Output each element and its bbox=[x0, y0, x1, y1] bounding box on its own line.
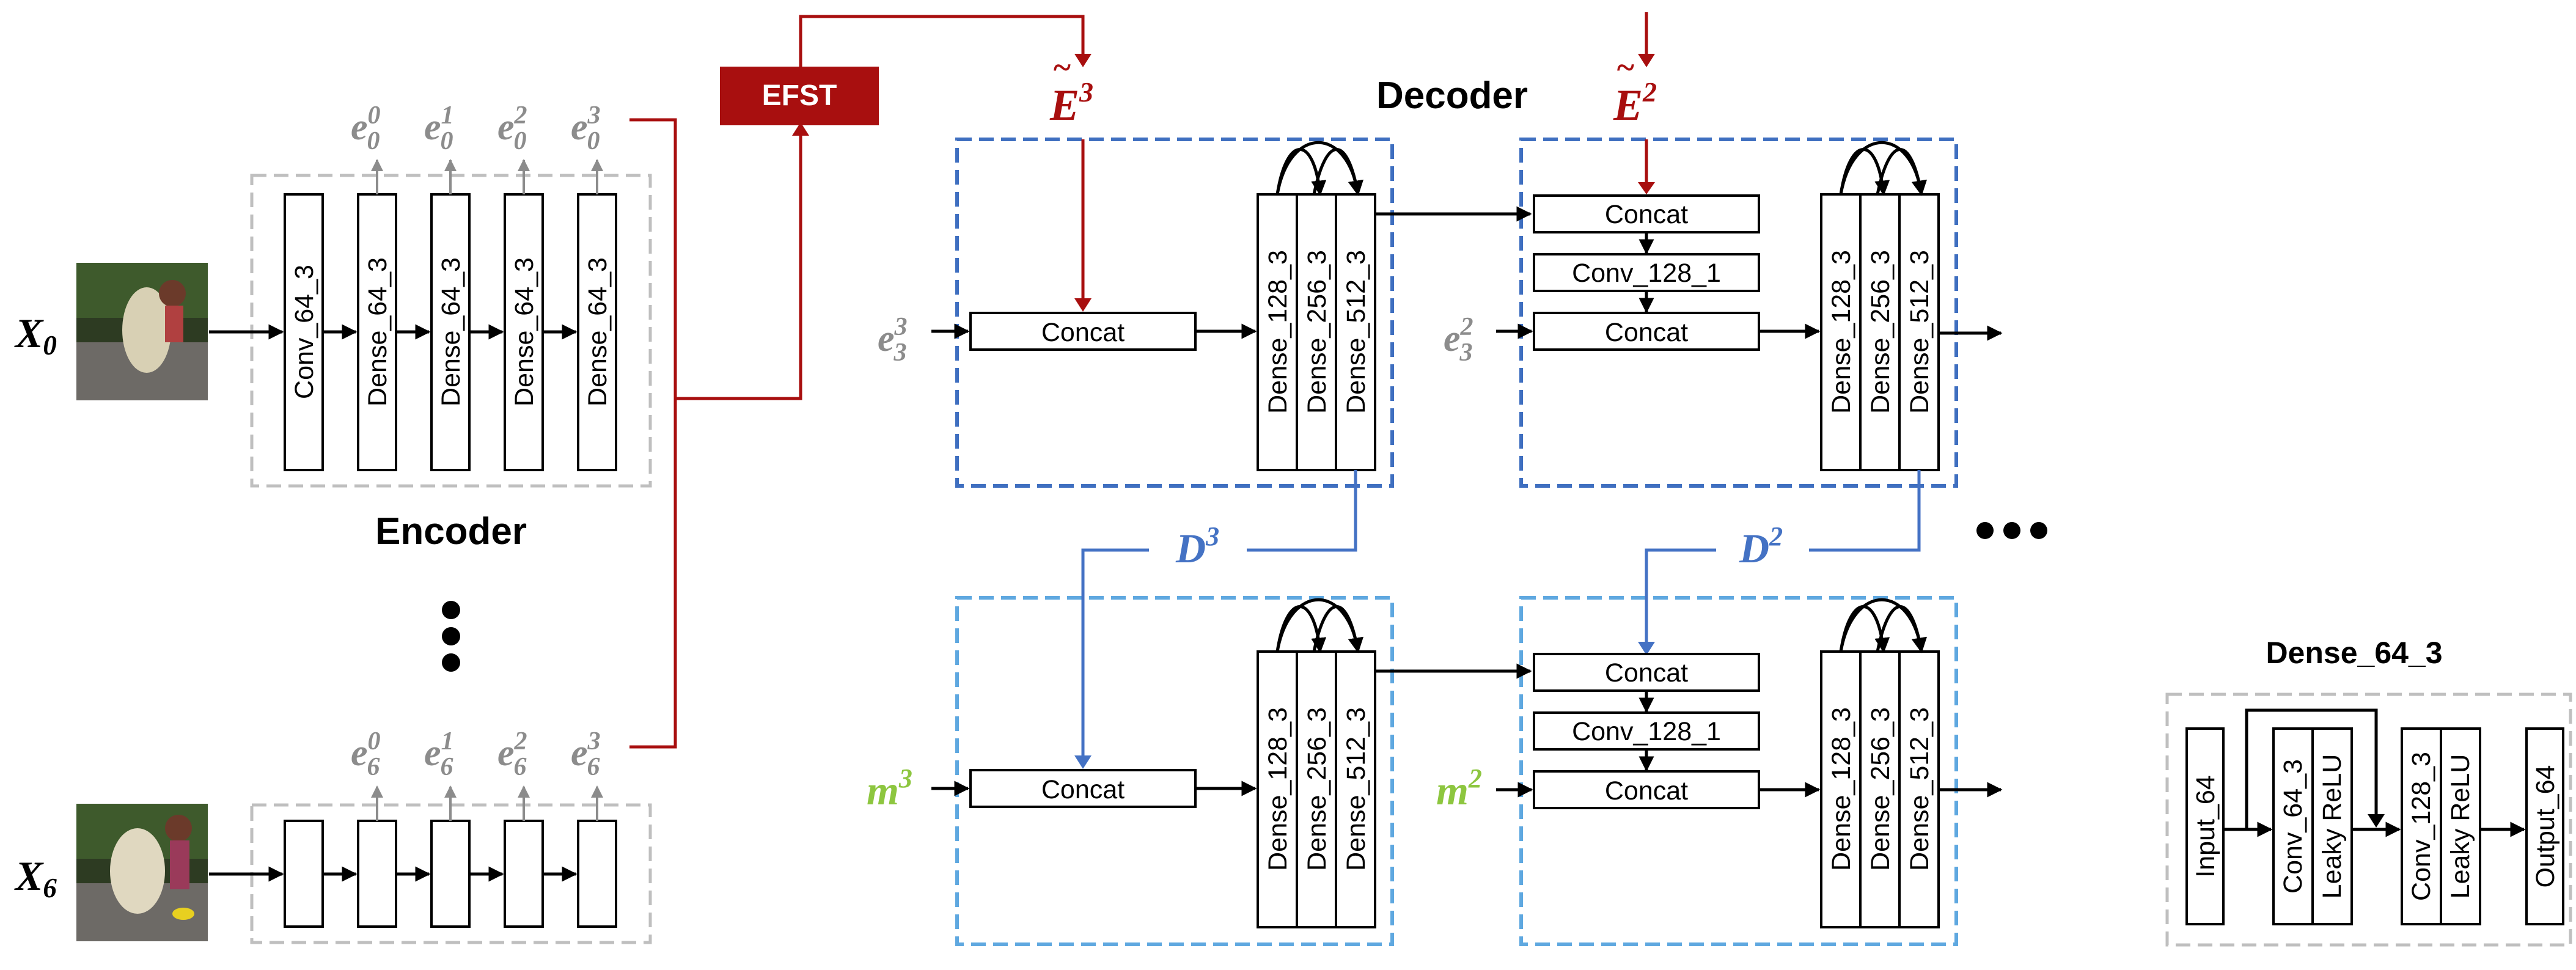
encoder-layer-dense-4 bbox=[577, 193, 617, 471]
concat-block bbox=[1533, 653, 1760, 692]
encoder-layer-box bbox=[284, 820, 324, 928]
encoder-layer-box bbox=[357, 820, 397, 928]
dense-label: Dense_512_3 bbox=[1341, 250, 1371, 414]
concat-label: Concat bbox=[1605, 200, 1688, 229]
encoder-layer-box bbox=[577, 820, 617, 928]
vertical-ellipsis bbox=[442, 601, 460, 672]
dense-output-label: Output_64 bbox=[2531, 765, 2560, 888]
encoder-title: Encoder bbox=[375, 510, 527, 553]
dense-label: Dense_128_3 bbox=[1827, 707, 1856, 871]
dense-block-detail: Dense_64_3 Input_64 Conv_64_3 Leaky ReLU… bbox=[2165, 636, 2572, 947]
horizontal-ellipsis bbox=[1976, 522, 2047, 539]
concat-label: Concat bbox=[1041, 318, 1125, 347]
dense-block-frame bbox=[2165, 693, 2572, 947]
encoder-layer-box bbox=[430, 820, 471, 928]
dense-block bbox=[1898, 650, 1940, 928]
concat-label: Concat bbox=[1041, 775, 1125, 804]
concat-block bbox=[1533, 312, 1760, 351]
e-tilde-2-label: E2 bbox=[1613, 76, 1657, 130]
dense-label: Dense_512_3 bbox=[1905, 250, 1934, 414]
dense-label: Dense_128_3 bbox=[1263, 707, 1293, 871]
e-tilde-3-label: E3 bbox=[1049, 76, 1093, 130]
dense-input-label: Input_64 bbox=[2191, 775, 2220, 877]
decoder-frame-bottom-1 bbox=[955, 596, 1394, 946]
encoder-layer-box bbox=[504, 820, 544, 928]
dense-block-title: Dense_64_3 bbox=[2266, 636, 2442, 670]
dense-block bbox=[1335, 193, 1376, 471]
m3-label: m3 bbox=[867, 763, 912, 814]
dense-label: Dense_256_3 bbox=[1302, 250, 1332, 414]
input-label-x0: X0 bbox=[14, 310, 57, 361]
dense-label: Dense_128_3 bbox=[1263, 250, 1293, 414]
dense-block bbox=[1820, 193, 1862, 471]
dense-label: Dense_256_3 bbox=[1866, 250, 1895, 414]
dense-conv2-label: Conv_128_3 bbox=[2407, 752, 2436, 901]
input-image-x0 bbox=[76, 263, 208, 400]
dense-label: Dense_256_3 bbox=[1866, 707, 1895, 871]
dense-block bbox=[1296, 193, 1337, 471]
dense-conv1-label: Conv_64_3 bbox=[2278, 759, 2308, 894]
concat-block bbox=[969, 769, 1197, 808]
d2-connector bbox=[1809, 470, 1921, 552]
concat-label: Concat bbox=[1605, 318, 1688, 347]
encoder-layer-conv bbox=[284, 193, 324, 471]
dense-block bbox=[1898, 193, 1940, 471]
conv-block bbox=[1533, 711, 1760, 751]
dense-label: Dense_128_3 bbox=[1827, 250, 1856, 414]
concat-label: Concat bbox=[1605, 776, 1688, 806]
dense-conv2-act-label: Leaky ReLU bbox=[2446, 754, 2475, 899]
d2-label: D2 bbox=[1739, 521, 1783, 571]
decoder-frame-bottom-2 bbox=[1519, 596, 1958, 946]
encoder-layer-label: Dense_64_3 bbox=[436, 257, 466, 406]
dense-input-box bbox=[2185, 727, 2225, 925]
efst-connector bbox=[629, 118, 677, 749]
decoder-frame-top-1 bbox=[955, 138, 1394, 488]
efst-block bbox=[720, 67, 879, 125]
concat-block bbox=[1533, 770, 1760, 809]
concat-label: Concat bbox=[1605, 658, 1688, 688]
conv-label: Conv_128_1 bbox=[1572, 259, 1721, 288]
decoder-title: Decoder bbox=[1376, 75, 1528, 117]
d3-connector bbox=[1247, 470, 1357, 552]
dense-conv1-act-label: Leaky ReLU bbox=[2317, 754, 2347, 899]
dense-output-box bbox=[2525, 727, 2564, 925]
decoder-frame-top-2 bbox=[1519, 138, 1958, 488]
dense-label: Dense_512_3 bbox=[1341, 707, 1371, 871]
dense-label: Dense_256_3 bbox=[1302, 707, 1332, 871]
encoder-layer-label: Dense_64_3 bbox=[583, 257, 612, 406]
encoder-layer-label: Dense_64_3 bbox=[510, 257, 539, 406]
input-image-x6 bbox=[76, 804, 208, 941]
encoder: X0 X6 Conv_64_3 Dense_64_3 Dense_64_3 De… bbox=[14, 101, 652, 944]
concat-block bbox=[969, 312, 1197, 351]
input-label-x6: X6 bbox=[14, 853, 57, 903]
tilde-mark: ~ bbox=[1616, 49, 1635, 86]
d3-label: D3 bbox=[1175, 521, 1219, 571]
conv-label: Conv_128_1 bbox=[1572, 717, 1721, 746]
encoder-layer-label: Conv_64_3 bbox=[290, 265, 319, 399]
efst-connector bbox=[675, 130, 802, 400]
concat-block bbox=[1533, 194, 1760, 233]
dense-block bbox=[1859, 650, 1901, 928]
tilde-mark: ~ bbox=[1052, 49, 1071, 86]
dense-label: Dense_512_3 bbox=[1905, 707, 1934, 871]
encoder-layer-label: Dense_64_3 bbox=[363, 257, 392, 406]
m2-label: m2 bbox=[1436, 763, 1482, 814]
efst-label: EFST bbox=[762, 79, 837, 112]
